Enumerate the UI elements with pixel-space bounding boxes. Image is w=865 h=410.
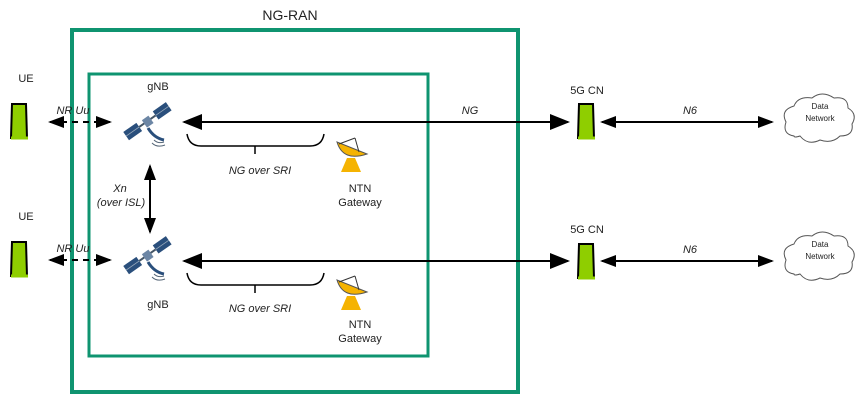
ng-over-sri-brace <box>186 133 325 154</box>
xn-label: Xn <box>113 183 127 195</box>
data-network-label: Network <box>805 252 835 261</box>
n6-label: N6 <box>682 244 698 256</box>
gnb-satellite-icon <box>121 234 174 282</box>
ng-ran-title: NG-RAN <box>262 7 318 23</box>
ntn-gateway-label: Gateway <box>338 333 382 345</box>
ue-label: UE <box>18 73 34 85</box>
gnb-label: gNB <box>147 299 169 311</box>
data-network-label: Data <box>811 240 829 249</box>
gnb-label: gNB <box>147 81 169 93</box>
ntn-gateway-dish-icon <box>336 137 368 173</box>
5g-cn-label: 5G CN <box>570 224 604 236</box>
data-network-label: Data <box>811 102 829 111</box>
ntn-gateway-label: Gateway <box>338 197 382 209</box>
5g-cn-label: 5G CN <box>570 85 604 97</box>
ng-over-sri-label: NG over SRI <box>228 303 292 315</box>
gnb-satellite-icon <box>121 100 174 148</box>
nr-uu-label: NR Uu <box>56 105 90 117</box>
core-network-device-icon <box>576 102 597 140</box>
ng-ran-outer-box <box>70 28 520 394</box>
ntn-gateway-label: NTN <box>348 319 372 331</box>
ue-label: UE <box>18 211 34 223</box>
xn-sub-label: (over ISL) <box>96 197 146 209</box>
nr-uu-label: NR Uu <box>56 243 90 255</box>
ntn-gateway-label: NTN <box>348 183 372 195</box>
ng-label: NG <box>461 105 479 117</box>
n6-label: N6 <box>682 105 698 117</box>
ntn-gateway-dish-icon <box>336 275 368 311</box>
core-network-device-icon <box>576 242 597 280</box>
ue-device-icon <box>9 240 30 278</box>
ng-over-sri-brace <box>186 272 325 293</box>
data-network-label: Network <box>805 114 835 123</box>
ue-device-icon <box>9 102 30 140</box>
ng-ran-inner-box <box>87 72 430 358</box>
ng-over-sri-label: NG over SRI <box>228 165 292 177</box>
